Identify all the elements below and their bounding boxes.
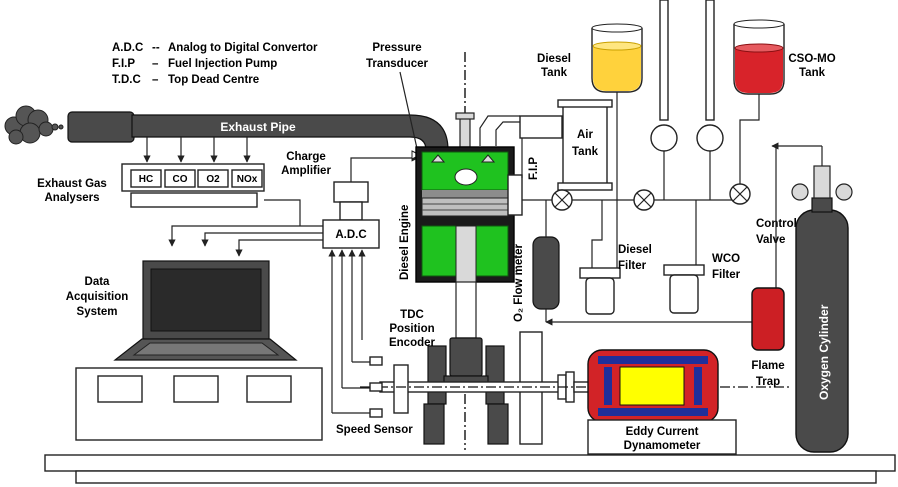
- diesel-filter: Diesel Filter: [579, 244, 652, 315]
- wco-filter-label-1: WCO: [712, 253, 740, 265]
- tdc-encoder-label-3: Encoder: [389, 337, 436, 349]
- charge-amp-label-1: Charge: [286, 151, 326, 163]
- air-tank: Air Tank: [557, 99, 613, 191]
- fip-label: F.I.P: [528, 157, 540, 180]
- legend-abbr-tdc: T.D.C: [112, 74, 141, 86]
- tdc-encoder-label-1: TDC: [400, 309, 424, 321]
- adc-box: A.D.C: [168, 199, 380, 414]
- gas-co-label: CO: [173, 174, 188, 185]
- dyno-label-2: Dynamometer: [624, 440, 701, 452]
- air-tank-label-1: Air: [577, 129, 594, 141]
- legend-text-fip: Fuel Injection Pump: [168, 58, 277, 70]
- base-platform: [44, 454, 896, 484]
- pressure-transducer: Pressure Transducer: [366, 42, 429, 160]
- flame-trap-label-2: Trap: [756, 376, 780, 388]
- control-valve-label-2: Valve: [756, 234, 785, 246]
- diesel-tank: Diesel Tank: [537, 23, 643, 268]
- legend-sep-fip: –: [152, 58, 159, 70]
- das-label-1: Data: [85, 276, 111, 288]
- legend-text-adc: Analog to Digital Convertor: [168, 42, 318, 54]
- flame-trap-label-1: Flame: [751, 360, 784, 372]
- tdc-encoder-label-2: Position: [389, 323, 434, 335]
- tdc-position-encoder: TDC Position Encoder: [369, 309, 436, 418]
- gas-hc-label: HC: [139, 174, 153, 185]
- legend-sep-adc: --: [152, 42, 160, 54]
- exhaust-analysers-label-2: Analysers: [45, 192, 100, 204]
- diesel-engine-label: Diesel Engine: [399, 205, 411, 280]
- cso-tank-label-2: Tank: [799, 67, 826, 79]
- burettes: [650, 0, 724, 184]
- data-acquisition-system: Data Acquisition System: [66, 260, 323, 441]
- cso-mo-tank: CSO-MO Tank: [733, 19, 836, 190]
- legend-text-tdc: Top Dead Centre: [168, 74, 259, 86]
- fuel-injector: [455, 112, 520, 148]
- gas-sampling-lines: [143, 137, 251, 163]
- control-valves: Control Valve: [522, 183, 797, 268]
- diesel-tank-label-2: Tank: [541, 67, 568, 79]
- diesel-filter-label-1: Diesel: [618, 244, 652, 256]
- charge-amp-label-2: Amplifier: [281, 165, 331, 177]
- o2-flow-meter: O₂ Flow meter: [513, 200, 752, 326]
- legend-abbr-adc: A.D.C: [112, 42, 143, 54]
- oxygen-cylinder: Oxygen Cylinder: [771, 142, 853, 453]
- wco-filter: WCO Filter: [663, 253, 741, 314]
- cso-tank-label-1: CSO-MO: [788, 53, 835, 65]
- eddy-current-dynamometer: Eddy Current Dynamometer: [587, 349, 737, 455]
- pressure-transducer-label-1: Pressure: [372, 42, 421, 54]
- exhaust-pipe: Exhaust Pipe: [67, 111, 449, 159]
- exhaust-pipe-label: Exhaust Pipe: [220, 120, 296, 134]
- diesel-engine: Diesel Engine: [399, 146, 523, 283]
- charge-amplifier: Charge Amplifier: [281, 151, 419, 221]
- gas-o2-label: O2: [206, 174, 220, 185]
- air-tank-label-2: Tank: [572, 146, 599, 158]
- fuel-injection-pump: F.I.P: [519, 115, 563, 180]
- flame-trap: Flame Trap: [751, 287, 785, 388]
- exhaust-smoke-icon: [4, 105, 64, 145]
- legend-abbr-fip: F.I.P: [112, 58, 135, 70]
- diesel-tank-label-1: Diesel: [537, 53, 571, 65]
- pressure-transducer-label-2: Transducer: [366, 58, 429, 70]
- exhaust-gas-analysers: HC CO O2 NOx Exhaust Gas Analysers: [37, 163, 265, 208]
- oxygen-cylinder-label: Oxygen Cylinder: [817, 304, 831, 400]
- exhaust-analysers-label-1: Exhaust Gas: [37, 178, 107, 190]
- dyno-label-1: Eddy Current: [626, 426, 699, 438]
- wco-filter-label-2: Filter: [712, 269, 741, 281]
- das-label-2: Acquisition: [66, 291, 129, 303]
- diesel-filter-label-2: Filter: [618, 260, 647, 272]
- adc-label: A.D.C: [335, 229, 366, 241]
- speed-sensor-label: Speed Sensor: [336, 424, 413, 436]
- legend-sep-tdc: –: [152, 74, 159, 86]
- das-label-3: System: [77, 306, 118, 318]
- o2-flow-meter-label: O₂ Flow meter: [513, 244, 525, 322]
- gas-nox-label: NOx: [237, 174, 258, 185]
- abbreviation-legend: A.D.C -- Analog to Digital Convertor F.I…: [112, 42, 318, 86]
